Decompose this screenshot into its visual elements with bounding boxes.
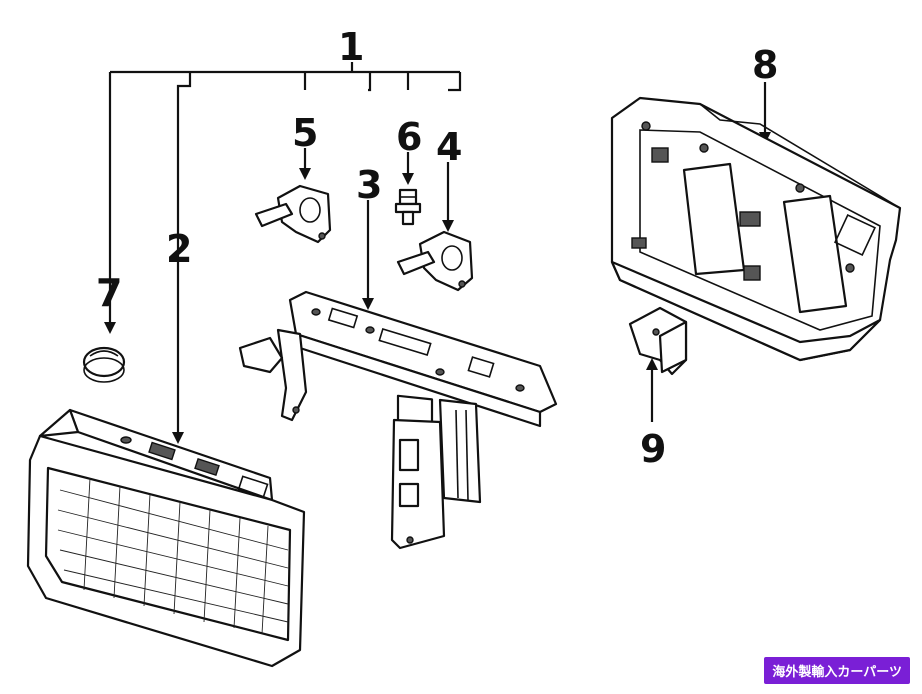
part-7-cap bbox=[82, 346, 126, 383]
callout-5: 5 bbox=[292, 111, 318, 155]
callout-3: 3 bbox=[356, 163, 382, 207]
callout-1: 1 bbox=[338, 25, 364, 69]
part-5-bulb bbox=[254, 184, 332, 244]
part-9-clip bbox=[628, 306, 688, 376]
part-8-panel bbox=[610, 96, 902, 362]
callout-4: 4 bbox=[436, 125, 462, 169]
callout-numbers: 1 2 3 4 5 6 7 8 9 bbox=[96, 25, 778, 471]
part-4-bulb bbox=[396, 230, 474, 292]
callout-7: 7 bbox=[96, 271, 122, 315]
part-6-socket bbox=[394, 188, 422, 226]
callout-6: 6 bbox=[396, 115, 422, 159]
part-3-bracket bbox=[238, 290, 558, 550]
part-2-headlamp bbox=[26, 408, 306, 668]
callout-9: 9 bbox=[640, 427, 666, 471]
lens-grid bbox=[57, 477, 289, 635]
callout-2: 2 bbox=[166, 227, 192, 271]
watermark-badge: 海外製輸入カーパーツ bbox=[764, 657, 910, 684]
callout-8: 8 bbox=[752, 43, 778, 87]
leader-lines bbox=[104, 62, 771, 444]
